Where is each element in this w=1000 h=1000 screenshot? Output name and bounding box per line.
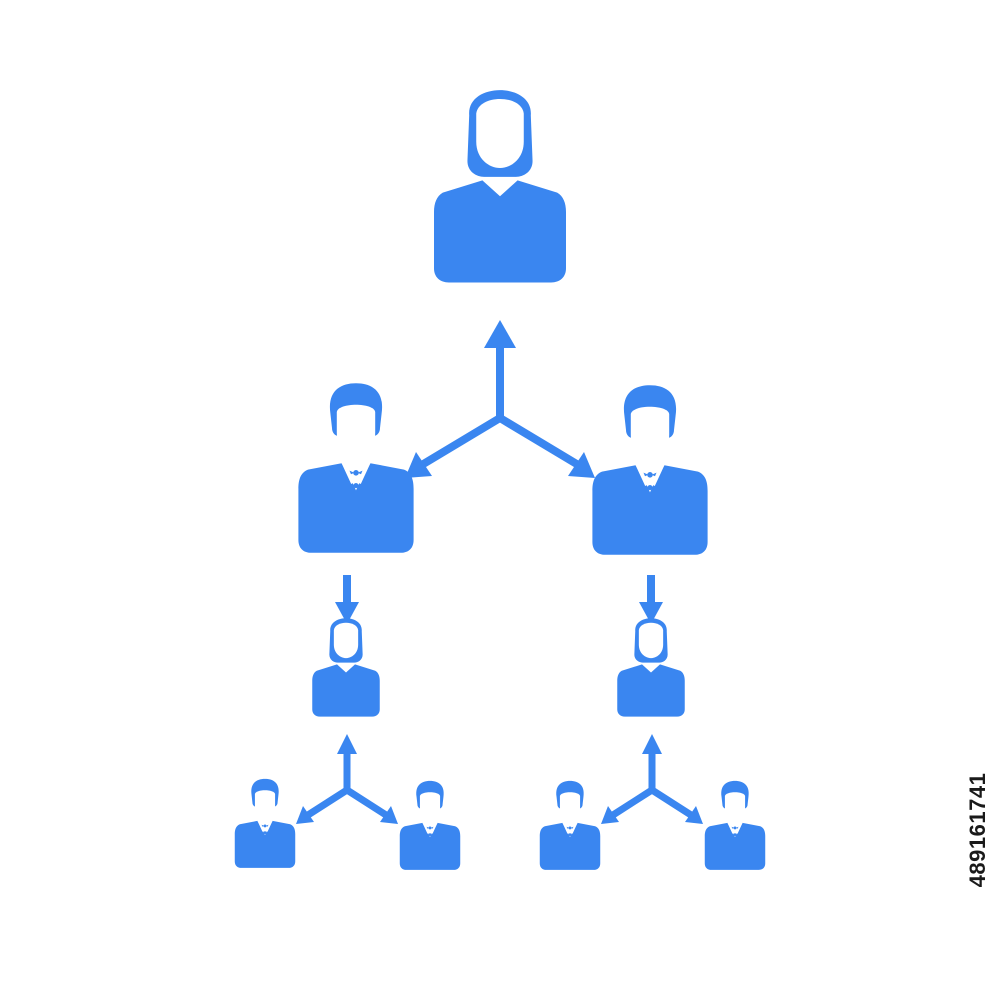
stock-id-watermark: 489161741 <box>958 770 998 890</box>
right-down-arrow <box>639 575 663 624</box>
top-manager-woman-icon <box>434 90 566 283</box>
low-left-woman-icon <box>312 618 380 717</box>
leaf-businessman-icon <box>539 780 601 870</box>
top-split-arrow <box>417 340 583 470</box>
mid-right-businessman-icon <box>592 385 708 555</box>
leaf-businessman-icon <box>234 778 296 868</box>
low-right-woman-icon <box>617 618 685 717</box>
stock-id-text: 489161741 <box>965 772 990 888</box>
low-right-arrowheads <box>601 734 703 824</box>
low-left-arrowheads <box>296 734 398 824</box>
low-right-split-arrow <box>611 748 693 818</box>
mid-left-businessman-icon <box>298 383 414 553</box>
left-down-arrow <box>335 575 359 624</box>
low-left-split-arrow <box>306 748 388 818</box>
leaf-businessman-icon <box>704 780 766 870</box>
leaf-businessman-icon <box>399 780 461 870</box>
top-arrowheads <box>405 320 595 478</box>
